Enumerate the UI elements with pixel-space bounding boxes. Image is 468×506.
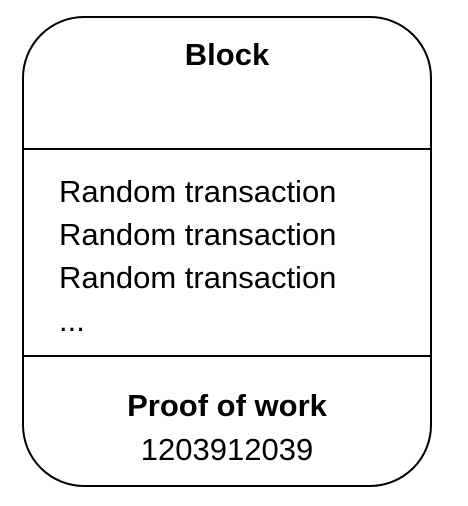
proof-of-work-label: Proof of work	[127, 388, 327, 423]
proof-of-work-value: 1203912039	[140, 432, 314, 467]
transaction-item: Random transaction	[59, 260, 337, 295]
proof-of-work-section: Proof of work 1203912039	[24, 357, 430, 485]
block-header-section: Block	[24, 18, 430, 150]
transaction-ellipsis: ...	[59, 303, 85, 338]
transaction-item: Random transaction	[59, 174, 337, 209]
transaction-item: Random transaction	[59, 217, 337, 252]
block-diagram: Block Random transaction Random transact…	[22, 16, 432, 487]
block-title: Block	[184, 37, 270, 72]
transactions-section: Random transaction Random transaction Ra…	[24, 150, 430, 357]
transaction-list: Random transaction Random transaction Ra…	[59, 170, 336, 342]
